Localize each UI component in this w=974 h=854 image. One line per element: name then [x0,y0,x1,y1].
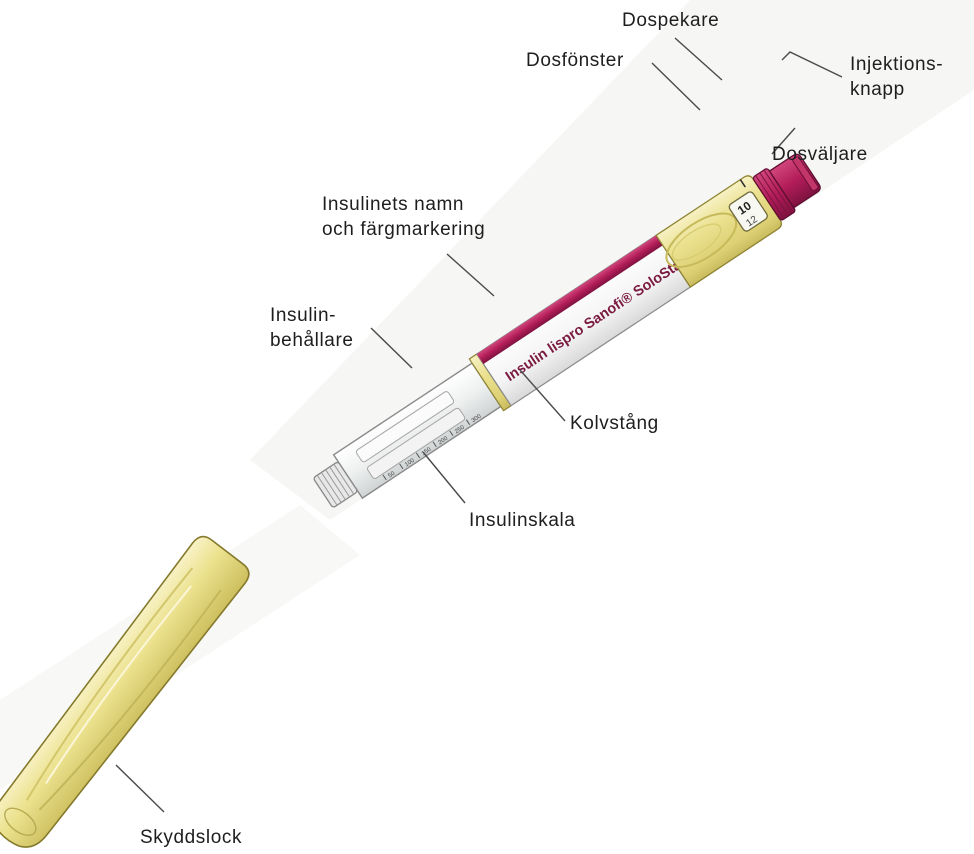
label-dospekare-text: Dospekare [622,8,719,33]
leader-skyddslock [116,765,164,812]
label-injektionsknapp-line1: Injektions- [850,52,943,77]
label-kolvstang-text: Kolvstång [570,411,659,436]
label-dosvaljare-text: Dosväljare [772,142,868,167]
label-dospekare: Dospekare [622,8,719,33]
label-injektionsknapp-line2: knapp [850,77,943,102]
label-insulin-name-line1: Insulinets namn [322,192,485,217]
label-skyddslock: Skyddslock [140,825,242,850]
label-injektionsknapp: Injektions- knapp [850,52,943,102]
label-insulinskala-text: Insulinskala [469,508,575,533]
label-insulin-name: Insulinets namn och färgmarkering [322,192,485,242]
label-insulinbehallare-line2: behållare [270,328,354,353]
label-insulinbehallare-line1: Insulin- [270,303,354,328]
label-kolvstang: Kolvstång [570,411,659,436]
label-insulinskala: Insulinskala [469,508,575,533]
leader-insulinskala [423,452,465,503]
label-insulin-name-line2: och färgmarkering [322,217,485,242]
label-skyddslock-text: Skyddslock [140,825,242,850]
label-insulinbehallare: Insulin- behållare [270,303,354,353]
label-dosfonster-text: Dosfönster [526,48,624,73]
label-dosfonster: Dosfönster [526,48,624,73]
label-dosvaljare: Dosväljare [772,142,868,167]
